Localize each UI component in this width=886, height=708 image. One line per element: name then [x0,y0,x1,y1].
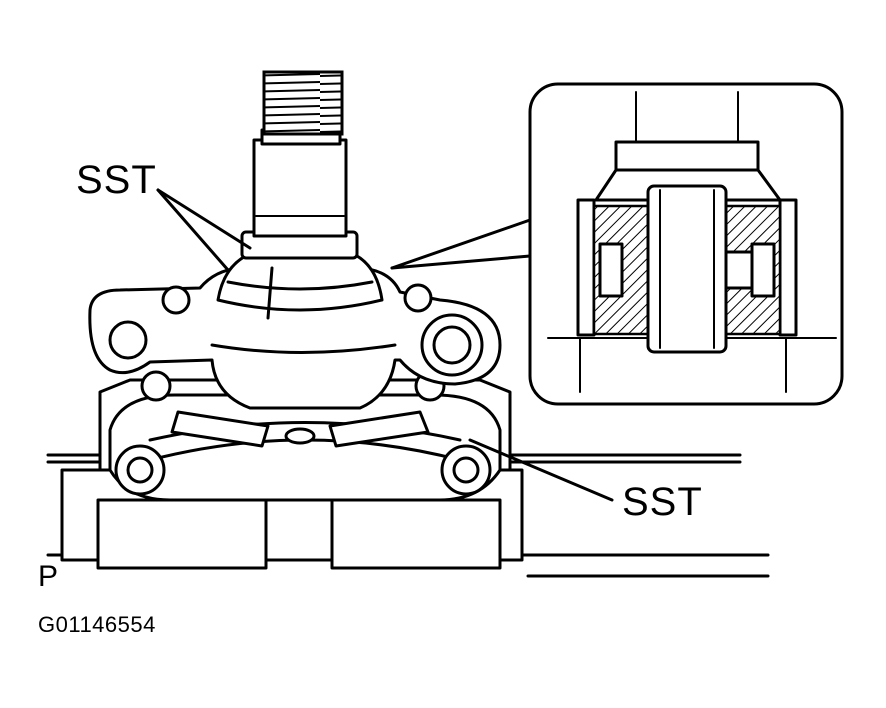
sst-base-fixture [108,370,502,502]
p-mark-label: P [38,560,59,593]
sst-press-collar [216,248,384,320]
inset-detail [528,82,844,406]
sst-shaft [240,70,359,260]
sst-label-top: SST [76,158,157,202]
figure-code: G01146554 [38,612,156,637]
axle-hub-body [88,266,502,410]
callout-pointer [390,218,532,270]
leader-lines [156,188,614,502]
sst-label-bottom: SST [622,480,703,524]
